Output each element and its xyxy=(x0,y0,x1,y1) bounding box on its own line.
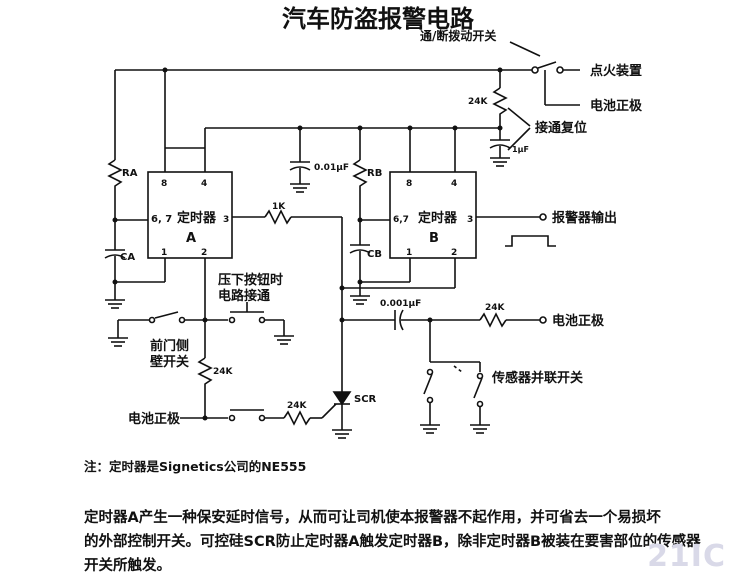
alarm-out-label: 报警器输出 xyxy=(552,210,617,226)
rb-label: RB xyxy=(367,168,382,179)
timer-a-pin1: 1 xyxy=(161,248,167,258)
cb-label: CB xyxy=(367,249,382,260)
r-24k-top-label: 24K xyxy=(468,97,489,107)
timer-b-pin8: 8 xyxy=(406,179,412,189)
battery-pos-top-label: 电池正极 xyxy=(590,98,643,114)
c-001uf-label: 0.01μF xyxy=(314,163,349,173)
switch-top-label: 通/断拨动开关 xyxy=(420,28,496,43)
junction-dots xyxy=(112,67,503,421)
pushbutton-label: 压下按钮时 xyxy=(218,272,283,288)
timer-b-pin3: 3 xyxy=(467,215,473,225)
ra-label: RA xyxy=(122,168,138,179)
timer-a-pin3: 3 xyxy=(223,215,229,225)
timer-a-pin67: 6, 7 xyxy=(151,214,172,225)
ca-label: CA xyxy=(120,252,135,263)
footnote: 注：定时器是Signetics公司的NE555 xyxy=(84,459,307,474)
front-door-label: 前门侧 xyxy=(150,338,189,354)
caption-line-2: 的外部控制开关。可控硅SCR防止定时器A触发定时器B，除非定时器B被装在要害部位… xyxy=(84,534,701,550)
timer-a-name: 定时器 xyxy=(176,210,217,226)
front-door-label-2: 壁开关 xyxy=(150,354,189,370)
circuit-wires xyxy=(104,41,580,439)
timer-a-pin4: 4 xyxy=(201,179,207,189)
timer-b-pin1: 1 xyxy=(406,248,412,258)
caption-line-3: 开关所触发。 xyxy=(84,558,171,574)
ignition-label: 点火装置 xyxy=(590,63,642,79)
battery-pos-right-label: 电池正极 xyxy=(552,313,605,329)
timer-a-pin2: 2 xyxy=(201,248,207,258)
reset-label: 接通复位 xyxy=(535,120,587,136)
timer-b-pin67: 6,7 xyxy=(393,215,409,225)
sensor-switch-label: 传感器并联开关 xyxy=(491,370,583,386)
timer-a-id: A xyxy=(186,231,196,246)
timer-b-id: B xyxy=(429,231,439,246)
c-0001uf-label: 0.001μF xyxy=(380,299,421,309)
r-24k-left-label: 24K xyxy=(213,367,234,377)
battery-pos-bottom-label: 电池正极 xyxy=(128,411,181,427)
timer-a-pin8: 8 xyxy=(161,179,167,189)
r-24k-right-label: 24K xyxy=(485,303,506,313)
page-title: 汽车防盗报警电路 xyxy=(282,5,475,33)
timer-b-pin4: 4 xyxy=(451,179,457,189)
scr-label: SCR xyxy=(354,394,377,405)
c-1uf-label: 1μF xyxy=(512,145,529,154)
caption-line-1: 定时器A产生一种保安延时信号，从而可让司机使本报警器不起作用，并可省去一个易损坏 xyxy=(84,510,661,526)
r-1k-label: 1K xyxy=(272,202,286,212)
timer-b-pin2: 2 xyxy=(451,248,457,258)
r-24k-bottom-label: 24K xyxy=(287,401,308,411)
timer-b-name: 定时器 xyxy=(417,210,458,226)
watermark-logo: 21IC xyxy=(647,539,726,574)
pushbutton-label-2: 电路接通 xyxy=(218,288,270,304)
